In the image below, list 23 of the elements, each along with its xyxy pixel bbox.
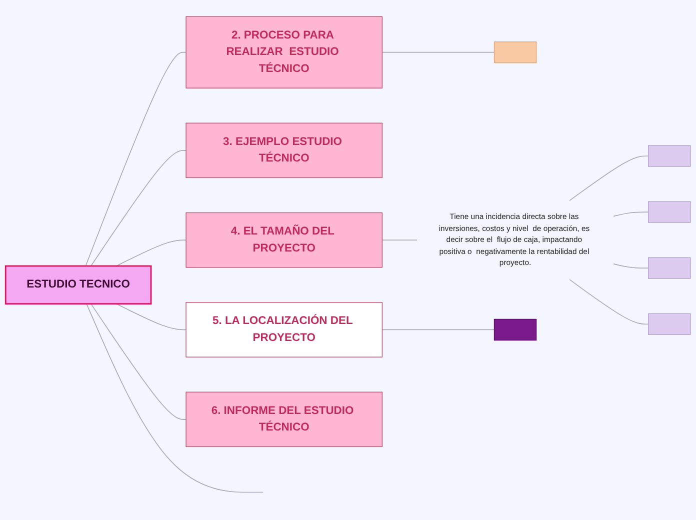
- node-box: 3. EJEMPLO ESTUDIO TÉCNICO: [186, 123, 383, 178]
- node-box: [494, 319, 537, 341]
- connector: [116, 240, 186, 267]
- node-box: [494, 42, 537, 64]
- node-box: 2. PROCESO PARA REALIZAR ESTUDIO TÉCNICO: [186, 16, 383, 89]
- connector: [612, 212, 649, 218]
- node-box: 5. LA LOCALIZACIÓN DEL PROYECTO: [186, 302, 383, 358]
- connector: [612, 264, 649, 269]
- connector: [90, 150, 186, 267]
- connector: [569, 279, 649, 325]
- node-box: [648, 314, 691, 336]
- connector: [569, 156, 649, 202]
- node-box: [648, 202, 691, 224]
- node-box: ESTUDIO TECNICO: [4, 266, 152, 305]
- connector: [382, 52, 495, 54]
- node-box: [648, 145, 691, 168]
- node-box: [648, 258, 691, 280]
- connector: [382, 240, 418, 241]
- node-box: 4. EL TAMAÑO DEL PROYECTO: [186, 212, 383, 268]
- node-box: 6. INFORME DEL ESTUDIO TÉCNICO: [186, 392, 383, 448]
- connector: [90, 304, 186, 420]
- connector: [85, 52, 186, 267]
- connector: [86, 304, 264, 493]
